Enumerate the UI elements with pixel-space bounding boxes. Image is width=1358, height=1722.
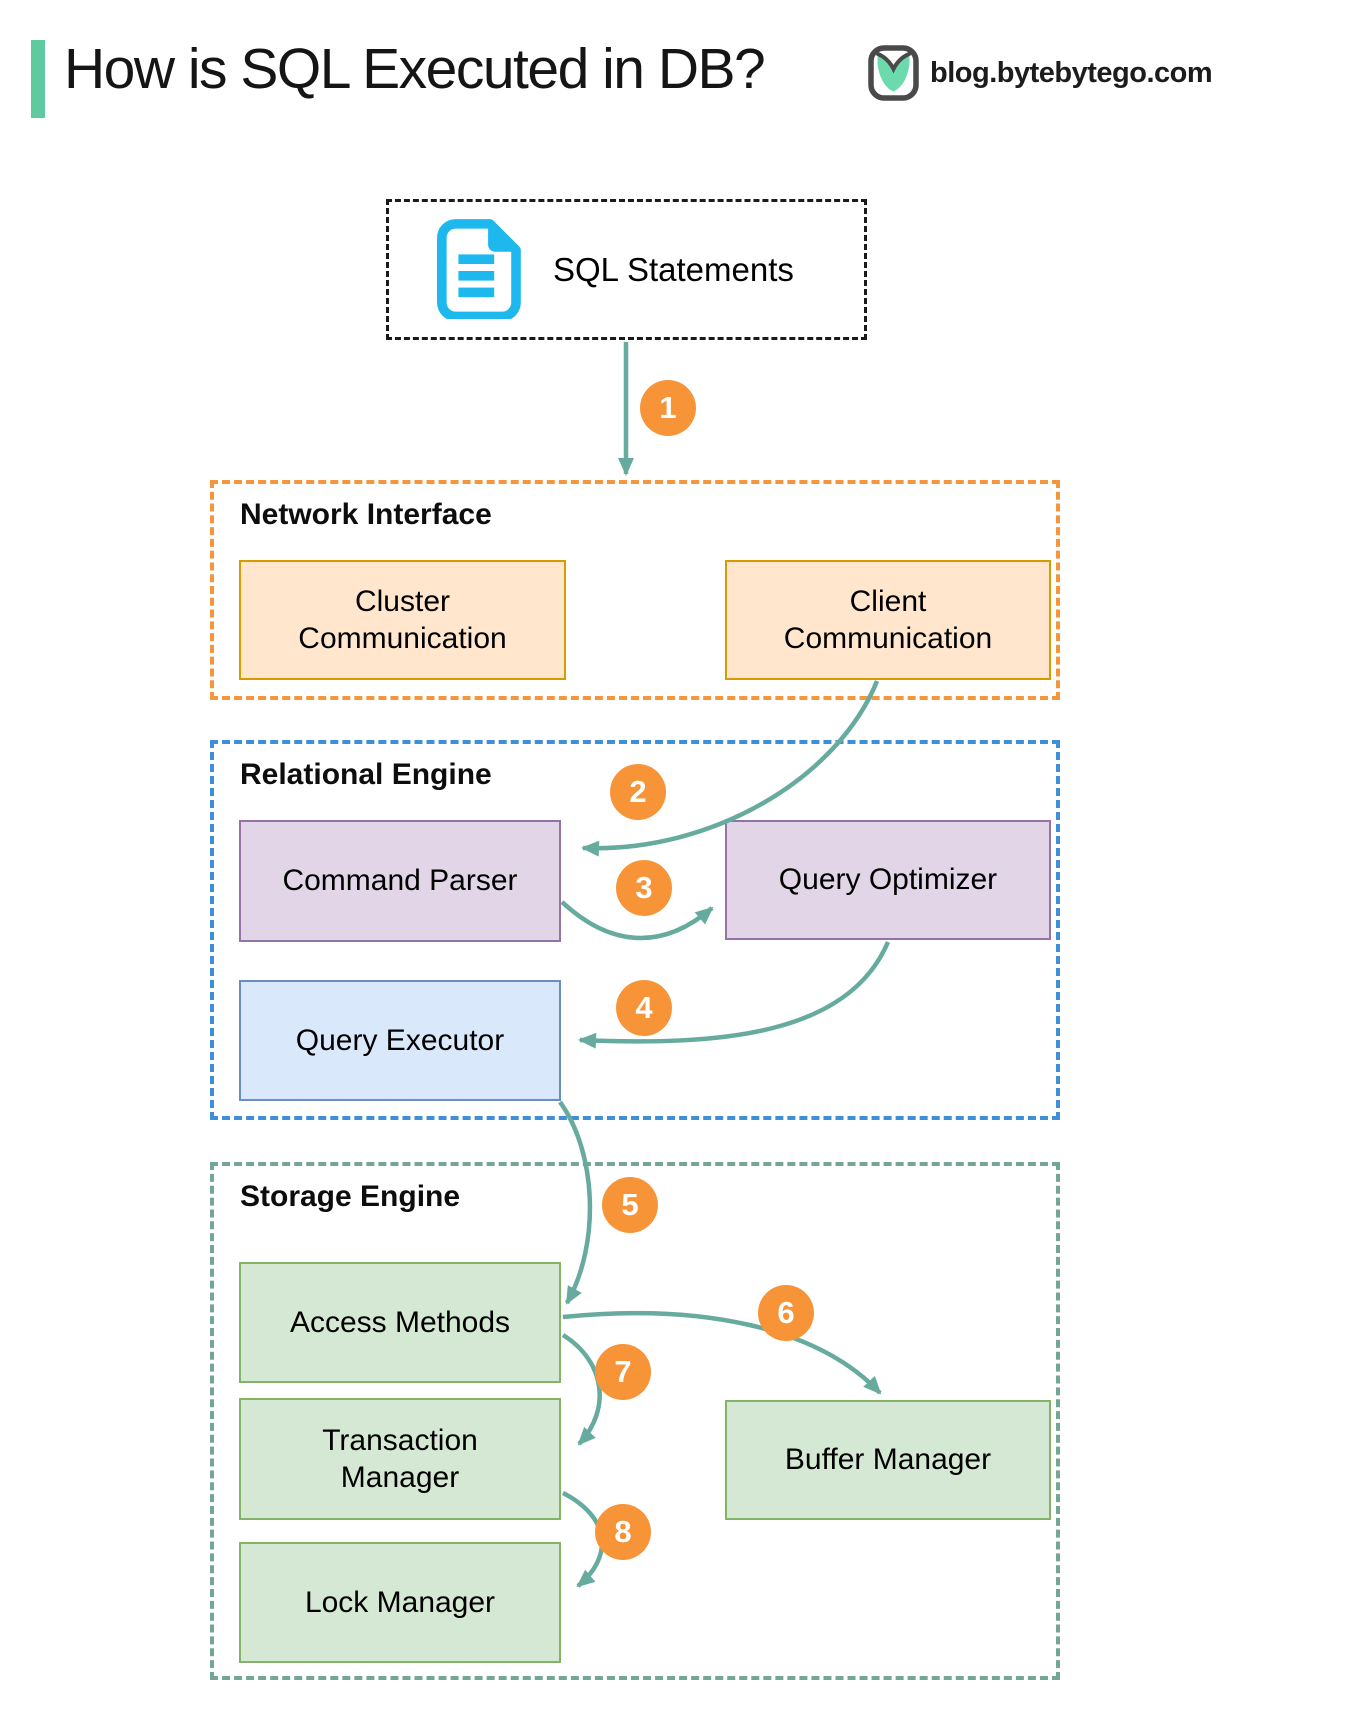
step-badge-4: 4 bbox=[616, 980, 672, 1036]
network-interface-title: Network Interface bbox=[240, 498, 492, 531]
command-parser-box: Command Parser bbox=[239, 820, 561, 942]
storage-engine-section: Storage Engine bbox=[210, 1162, 1060, 1680]
step-badge-8: 8 bbox=[595, 1504, 651, 1560]
step-badge-6: 6 bbox=[758, 1285, 814, 1341]
step-badge-1: 1 bbox=[640, 380, 696, 436]
query-optimizer-box: Query Optimizer bbox=[725, 820, 1051, 940]
transaction-manager-box: Transaction Manager bbox=[239, 1398, 561, 1520]
page-title: How is SQL Executed in DB? bbox=[64, 37, 766, 101]
bytebytego-owl-icon bbox=[866, 44, 924, 102]
storage-engine-title: Storage Engine bbox=[240, 1180, 461, 1213]
lock-manager-box: Lock Manager bbox=[239, 1542, 561, 1663]
sql-statements-label: SQL Statements bbox=[553, 250, 794, 288]
relational-engine-title: Relational Engine bbox=[240, 758, 492, 791]
step-badge-2: 2 bbox=[610, 764, 666, 820]
document-icon bbox=[427, 216, 523, 324]
access-methods-box: Access Methods bbox=[239, 1262, 561, 1383]
buffer-manager-box: Buffer Manager bbox=[725, 1400, 1051, 1520]
site-url: blog.bytebytego.com bbox=[930, 56, 1213, 89]
step-badge-3: 3 bbox=[616, 860, 672, 916]
sql-statements-box: SQL Statements bbox=[386, 199, 867, 340]
cluster-communication-box: Cluster Communication bbox=[239, 560, 566, 680]
site-logo: blog.bytebytego.com bbox=[866, 44, 1213, 102]
title-accent-bar bbox=[31, 40, 45, 118]
client-communication-box: Client Communication bbox=[725, 560, 1051, 680]
step-badge-5: 5 bbox=[602, 1177, 658, 1233]
step-badge-7: 7 bbox=[595, 1344, 651, 1400]
query-executor-box: Query Executor bbox=[239, 980, 561, 1101]
